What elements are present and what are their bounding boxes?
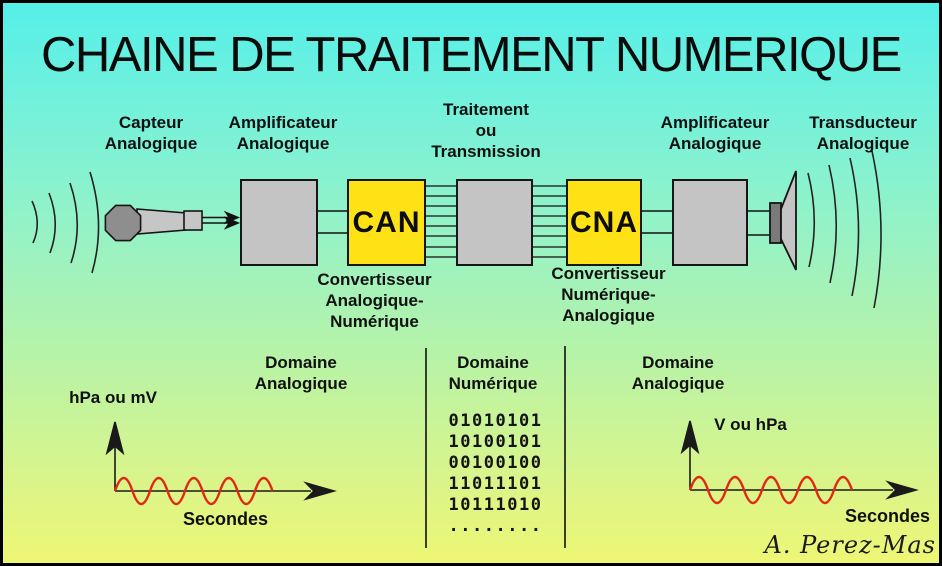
dac-box-label: CNA <box>570 205 638 239</box>
caption-convertisseur-na: Convertisseur Numérique- Analogique <box>551 264 666 325</box>
binary-row-ellipsis: ........ <box>448 516 543 536</box>
sound-waves-left-icon <box>31 171 100 274</box>
right-signal-plot <box>680 420 919 505</box>
adc-box: CAN <box>347 179 426 266</box>
right-plot-y-label: V ou hPa <box>714 415 787 434</box>
label-domaine-analogique-gauche: Domaine Analogique <box>254 353 348 393</box>
dac-box: CNA <box>566 179 642 266</box>
left-plot-x-label: Secondes <box>182 509 269 529</box>
processing-box <box>456 179 533 266</box>
binary-row: 00100100 <box>448 453 543 473</box>
adc-box-label: CAN <box>352 205 421 239</box>
left-signal-plot <box>105 421 337 506</box>
binary-data-block: 01010101 10100101 00100100 11011101 1011… <box>423 411 568 537</box>
binary-row: 11011101 <box>448 474 543 494</box>
sound-waves-right-icon <box>807 150 882 309</box>
microphone-icon <box>104 204 203 242</box>
label-amplificateur-sortie: Amplificateur Analogique <box>660 113 770 153</box>
left-sine-wave <box>113 476 274 506</box>
left-plot-y-label: hPa ou mV <box>69 388 157 407</box>
amplifier-out-box <box>672 179 748 266</box>
page-title: CHAINE DE TRAITEMENT NUMERIQUE <box>41 28 902 82</box>
binary-row: 10111010 <box>448 495 543 515</box>
diagram-shapes-layer <box>31 150 919 548</box>
author-signature: A. Perez-Mas <box>764 531 936 559</box>
label-transducteur-analogique: Transducteur Analogique <box>809 113 917 153</box>
label-domaine-analogique-droit: Domaine Analogique <box>631 353 725 393</box>
speaker-icon <box>769 170 797 271</box>
right-sine-wave <box>688 475 854 505</box>
digital-bus-lines <box>424 185 568 258</box>
binary-row: 10100101 <box>448 432 543 452</box>
mic-output-arrows <box>202 210 241 230</box>
binary-row: 01010101 <box>448 411 543 431</box>
label-domaine-numerique: Domaine Numérique <box>448 353 538 393</box>
label-amplificateur-entree: Amplificateur Analogique <box>228 113 338 153</box>
analog-connector-lines <box>316 210 772 236</box>
right-plot-x-label: Secondes <box>844 506 931 526</box>
label-traitement-transmission: Traitement ou Transmission <box>431 100 541 161</box>
domain-divider-lines <box>425 346 566 548</box>
label-capteur-analogique: Capteur Analogique <box>104 113 198 153</box>
caption-convertisseur-an: Convertisseur Analogique- Numérique <box>317 270 432 331</box>
amplifier-in-box <box>240 179 318 266</box>
